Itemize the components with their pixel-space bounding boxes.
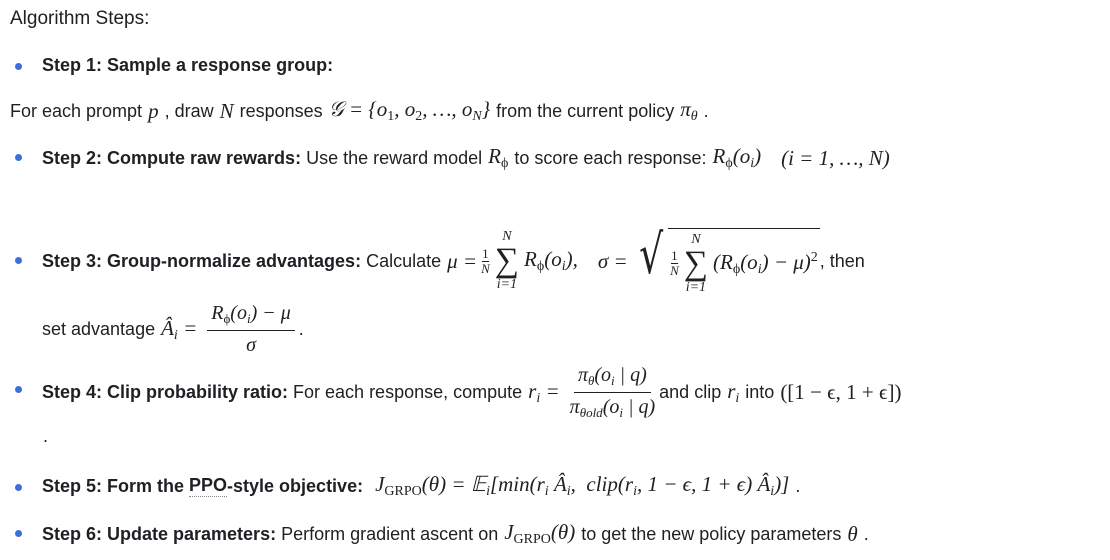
text: Use the reward model <box>306 147 483 168</box>
math-reward: Rϕ(oi) <box>712 144 762 171</box>
math-mu-body: Rϕ(oi), <box>524 247 578 274</box>
step-6: Step 6: Update parameters: Perform gradi… <box>42 520 869 548</box>
text: , draw <box>164 100 214 121</box>
math-theta: θ <box>847 521 858 546</box>
sum-top: N <box>502 229 512 244</box>
math-reward-model: Rϕ <box>488 144 509 171</box>
bullet-icon <box>15 154 22 161</box>
den: N <box>481 260 490 276</box>
ppo-term-link[interactable]: PPO <box>189 475 228 497</box>
step-1-detail: For each prompt p , draw N responses 𝒢 =… <box>10 97 709 125</box>
step-2-label: Step 2: Compute raw rewards: <box>42 147 302 168</box>
math-p: p <box>148 98 159 123</box>
den: πθold(oi | q) <box>569 396 656 420</box>
math-objective: JGRPO(θ) <box>504 520 576 547</box>
sum-top: N <box>691 231 701 247</box>
math-objective: JGRPO(θ) = 𝔼i[min(ri Âi, clip(ri, 1 − ϵ,… <box>375 472 790 499</box>
math-range: (i = 1, …, N) <box>781 145 890 170</box>
text: set advantage <box>42 319 156 339</box>
text: into <box>745 382 775 402</box>
step-5-label: Step 5: Form the <box>42 475 190 496</box>
den: N <box>670 263 679 278</box>
num: 1 <box>482 245 489 262</box>
sum-symbol: N∑i=1 <box>683 231 708 295</box>
math-adv: Âi = <box>161 315 198 343</box>
text: For each response, compute <box>293 382 523 402</box>
bullet-icon <box>15 257 22 264</box>
step-5-label: -style objective: <box>227 475 364 496</box>
text: . <box>795 475 801 496</box>
step-2: Step 2: Compute raw rewards: Use the rew… <box>42 144 896 172</box>
text: to score each response: <box>514 147 707 168</box>
bullet-icon <box>15 386 22 393</box>
num: Rϕ(oi) − μ <box>207 302 295 331</box>
text: . <box>43 426 49 446</box>
math-ratio: ri = <box>528 378 560 406</box>
num: πθ(oi | q) <box>573 364 651 393</box>
sum-symbol: N∑i=1 <box>494 229 520 292</box>
sum-bottom: i=1 <box>685 279 707 295</box>
step-5: Step 5: Form the PPO-style objective: JG… <box>42 472 800 500</box>
text: . <box>703 100 709 121</box>
math-interval: ([1 − ϵ, 1 + ϵ]) <box>780 380 902 404</box>
math-sigma-body: (Rϕ(oi) − μ)2 <box>712 249 818 277</box>
num: 1 <box>671 248 678 264</box>
math-frac: Rϕ(oi) − μ σ <box>207 302 295 357</box>
bullet-icon <box>15 484 22 491</box>
text: responses <box>239 100 323 121</box>
step-4: Step 4: Clip probability ratio: For each… <box>42 364 907 421</box>
text: Calculate <box>366 250 442 271</box>
text: and clip <box>659 382 722 402</box>
math-r: ri <box>727 378 740 406</box>
math-policy: πθ <box>680 97 698 124</box>
text: For each prompt <box>10 100 143 121</box>
step-3-advantage: set advantage Âi = Rϕ(oi) − μ σ . <box>42 302 304 357</box>
bullet-icon <box>15 530 22 537</box>
math-frac: πθ(oi | q) πθold(oi | q) <box>570 364 656 421</box>
step-1-label: Step 1: Sample a response group: <box>42 55 334 75</box>
step-6-label: Step 6: Update parameters: <box>42 523 277 544</box>
text: from the current policy <box>496 100 675 121</box>
text: . <box>863 523 869 544</box>
step-3-label: Step 3: Group-normalize advantages: <box>42 250 362 271</box>
step-3: Step 3: Group-normalize advantages: Calc… <box>42 218 865 304</box>
text: to get the new policy parameters <box>581 523 842 544</box>
math-mu: μ = <box>447 248 478 273</box>
section-title: Algorithm Steps: <box>10 8 150 29</box>
text: . <box>298 319 304 339</box>
step-1: Step 1: Sample a response group: <box>42 55 333 76</box>
text: Perform gradient ascent on <box>281 523 499 544</box>
math-group-set: 𝒢 = {o1, o2, …, oN} <box>328 97 491 124</box>
text: , then <box>819 250 865 271</box>
step-4-label: Step 4: Clip probability ratio: <box>42 382 289 402</box>
bullet-icon <box>15 63 22 70</box>
sum-bottom: i=1 <box>496 277 518 292</box>
math-n: N <box>219 98 234 123</box>
den: σ <box>246 334 256 356</box>
math-sigma: σ = <box>597 248 628 273</box>
